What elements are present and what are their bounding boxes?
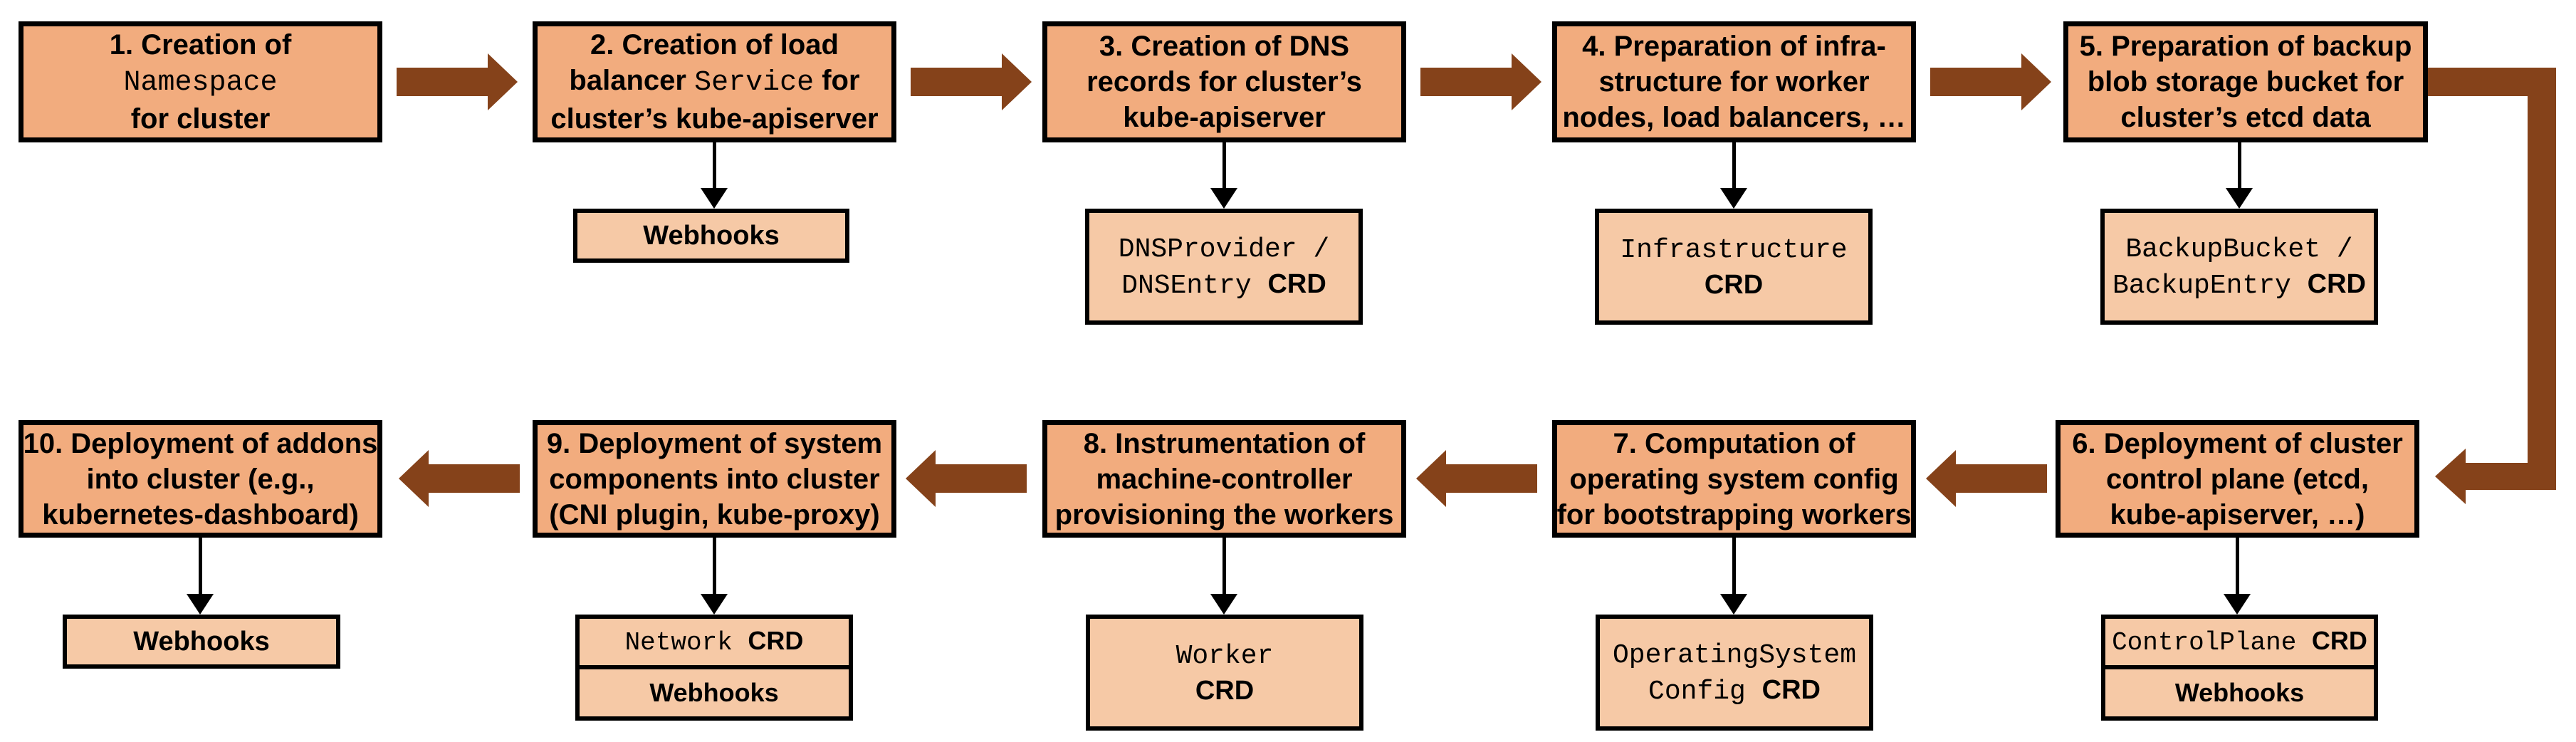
step-9-crd-label: Network CRD [624,626,804,657]
flow-arrow-right-3-4 [1420,53,1541,110]
elbow-vertical-segment [2528,68,2556,490]
connector-arrowhead-step-4 [1720,188,1747,209]
flow-arrow-left-7-8 [1416,450,1537,507]
connector-line-step-8 [1222,538,1226,595]
connector-arrowhead-step-10 [187,594,214,615]
connector-arrowhead-step-5 [2226,188,2253,209]
connector-line-step-10 [199,538,202,595]
step-9-webhooks-label: Webhooks [649,678,779,707]
connector-line-step-6 [2236,538,2239,595]
connector-line-step-3 [1222,142,1226,189]
step-5-crd-label: BackupBucket /BackupEntry CRD [2112,234,2366,301]
connector-arrowhead-step-3 [1210,188,1237,209]
step-9-crd-box: Network CRD [575,615,853,669]
step-9-webhooks-box: Webhooks [575,665,853,721]
step-6-crd-label: ControlPlane CRD [2112,626,2367,657]
step-10-webhooks-box: Webhooks [63,615,340,669]
step-10-webhooks-label: Webhooks [133,626,270,657]
connector-arrowhead-step-7 [1720,594,1747,615]
connector-line-step-5 [2238,142,2241,189]
flow-arrow-left-8-9 [906,450,1027,507]
step-6-crd-box: ControlPlane CRD [2101,615,2378,669]
step-6-webhooks-label: Webhooks [2174,678,2305,707]
step-3-crd-box: DNSProvider /DNSEntry CRD [1085,209,1363,325]
connector-line-step-4 [1732,142,1736,189]
flow-arrow-right-4-5 [1930,53,2051,110]
connector-arrowhead-step-6 [2224,594,2251,615]
step-4-box: 4. Preparation of infra-structure for wo… [1552,21,1916,142]
flow-arrow-left-6-7 [1926,450,2047,507]
step-2-webhooks-box: Webhooks [573,209,849,263]
step-6-webhooks-box: Webhooks [2101,665,2378,721]
flow-arrow-left-9-10 [399,450,520,507]
connector-arrowhead-step-8 [1210,594,1237,615]
flow-arrow-right-2-3 [911,53,1032,110]
step-2-webhooks-label: Webhooks [643,220,780,251]
elbow-bottom-segment [2464,463,2556,490]
step-5-crd-box: BackupBucket /BackupEntry CRD [2100,209,2378,325]
connector-arrowhead-step-2 [701,188,728,209]
step-4-title: 4. Preparation of infra-structure for wo… [1562,31,1906,133]
connector-line-step-7 [1732,538,1736,595]
elbow-arrowhead [2435,449,2466,504]
flow-arrow-right-1-2 [397,53,518,110]
connector-line-step-2 [713,142,716,189]
step-3-crd-label: DNSProvider /DNSEntry CRD [1118,234,1330,301]
connector-arrowhead-step-9 [701,594,728,615]
connector-line-step-9 [713,538,716,595]
